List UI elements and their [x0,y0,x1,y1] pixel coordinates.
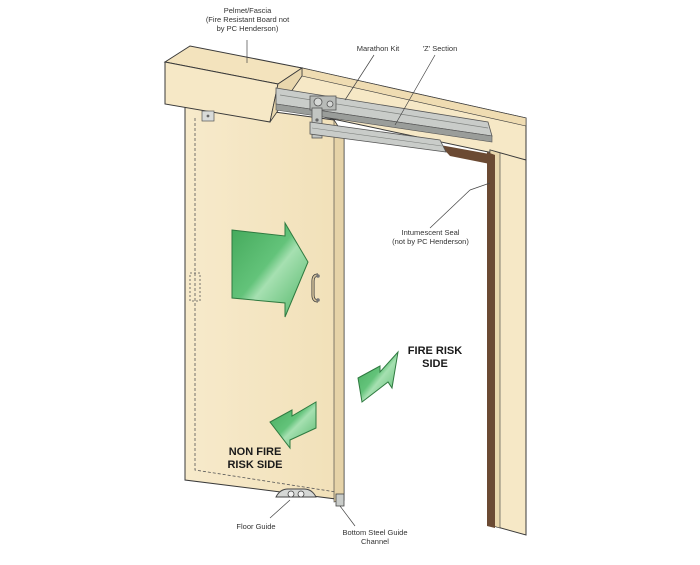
floor-guide-label: Floor Guide [236,522,276,531]
door-handle [311,273,320,303]
bottom-steel-guide-channel [335,493,345,507]
arrow-fire-risk [357,350,399,403]
intumescent-seal-label: Intumescent Seal (not by PC Henderson) [392,228,469,246]
bottom-steel-guide-channel-label: Bottom Steel Guide Channel [342,528,408,546]
frame-right-jamb [489,149,527,536]
arrow-non-fire-risk [269,401,317,450]
flush-pull [189,272,201,302]
z-section-label: 'Z' Section [422,44,458,53]
marathon-kit-label: Marathon Kit [356,44,400,53]
arrow-large-right [231,221,309,318]
marathon-kit-track [275,87,493,143]
pelmet-fascia-label: Pelmet/Fascia (Fire Resistant Board not … [205,6,290,33]
leader-lines [246,40,491,527]
floor-guide [275,488,317,498]
non-fire-risk-side-label: NON FIRE RISK SIDE [227,446,283,471]
door-top-bracket [201,110,215,122]
fire-risk-side-label: FIRE RISK SIDE [407,345,463,370]
z-section [309,121,447,153]
intumescent-seal [440,145,495,528]
